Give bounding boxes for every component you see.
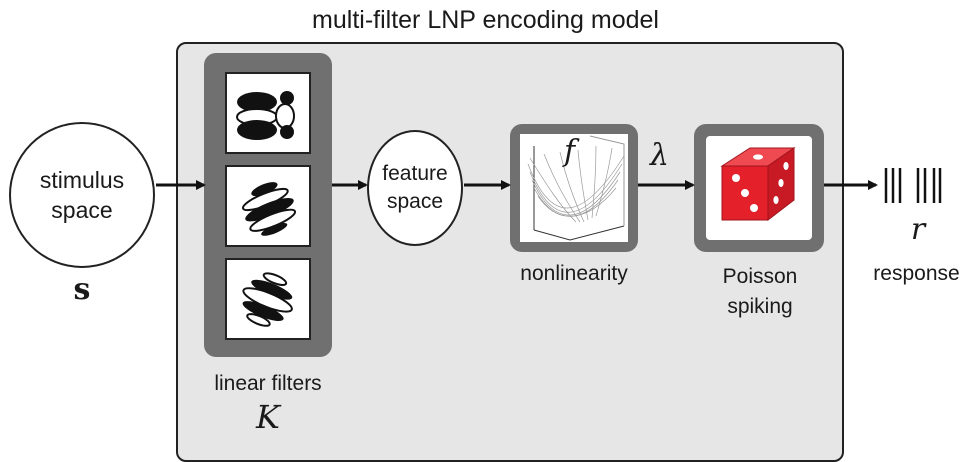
- poisson-label: Poisson spiking: [680, 262, 840, 322]
- nonlinearity-symbol: f: [564, 134, 576, 169]
- dice-tile: [706, 136, 812, 240]
- stimulus-symbol: s: [73, 272, 91, 307]
- nonlinearity-panel: f: [510, 124, 638, 252]
- response-label: response: [873, 262, 960, 285]
- poisson-spiking-panel: [694, 124, 824, 252]
- diagram-title: multi-filter LNP encoding model: [312, 6, 659, 34]
- filters-symbol: K: [256, 398, 280, 436]
- response-symbol: r: [910, 212, 926, 247]
- filter-tile-2: [225, 165, 311, 247]
- spike-train-icon: [884, 168, 942, 203]
- filter-2-graphic: [242, 182, 297, 236]
- poisson-label-line2: spiking: [727, 295, 793, 318]
- filter-tile-1: [225, 72, 311, 154]
- filter-1-graphic: [236, 91, 295, 140]
- nonlinearity-plot: f: [520, 134, 628, 242]
- feature-label-line2: space: [386, 190, 444, 213]
- dice-icon: [720, 147, 796, 222]
- filter-3-graphic: [242, 272, 293, 327]
- feature-label-line1: feature: [382, 162, 448, 185]
- stimulus-label-line1: stimulus: [39, 167, 125, 193]
- stimulus-space-node: stimulus space: [9, 122, 155, 268]
- nonlinearity-label: nonlinearity: [520, 262, 628, 285]
- feature-space-node: feature space: [367, 130, 463, 246]
- filter-tile-3: [225, 258, 311, 340]
- stimulus-label-line2: space: [51, 197, 113, 223]
- poisson-label-line1: Poisson: [722, 265, 798, 288]
- linear-filters-label: linear filters: [214, 372, 322, 395]
- arrows-layer: [156, 168, 942, 203]
- rate-symbol: λ: [650, 138, 670, 173]
- surface-plot-graphic: [527, 135, 625, 241]
- linear-filters-panel: [204, 53, 332, 357]
